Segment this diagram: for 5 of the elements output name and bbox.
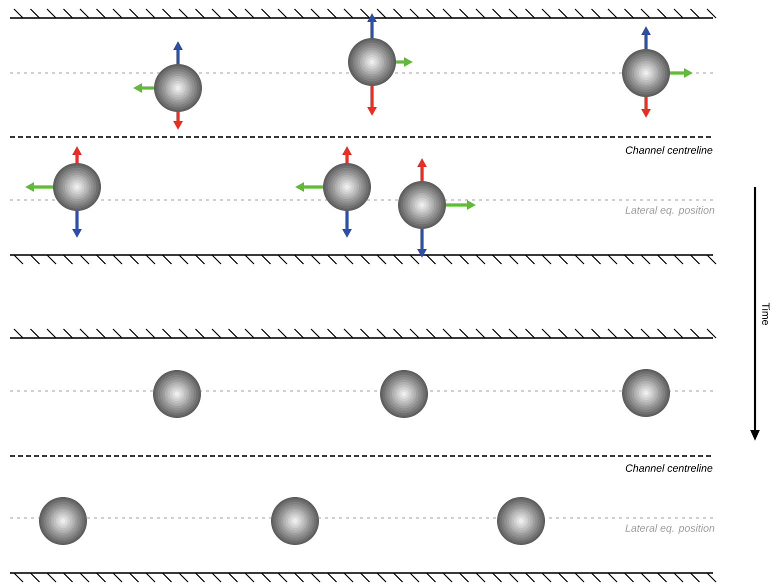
time-label: Time	[762, 302, 770, 325]
text-label: Channel centreline	[626, 464, 712, 472]
text-label: Channel centreline	[626, 146, 712, 154]
text-label: Lateral eq. position	[625, 206, 714, 216]
text-label: Lateral eq. position	[625, 524, 714, 534]
